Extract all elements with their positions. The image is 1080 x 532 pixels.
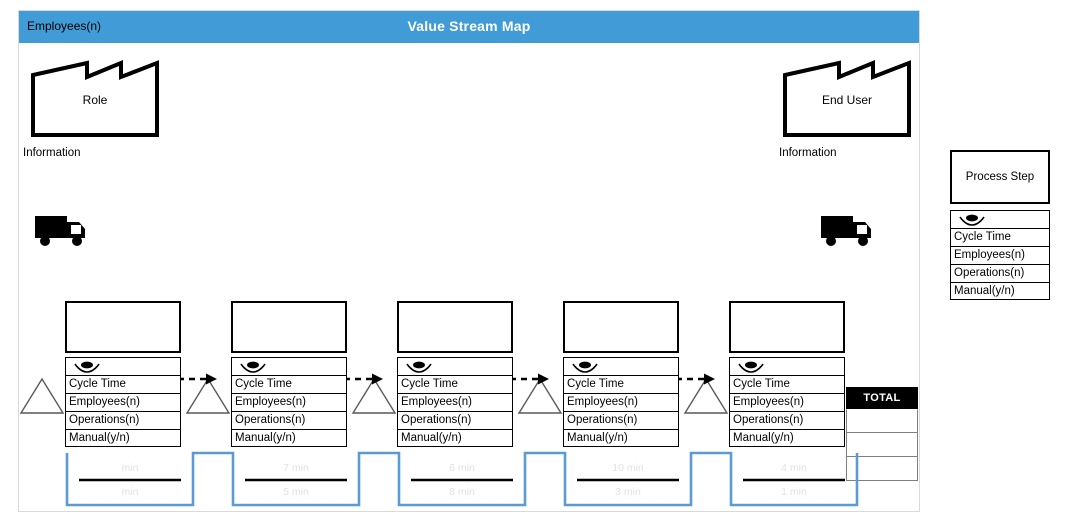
outbound-truck[interactable] bbox=[819, 210, 875, 250]
operations-row: Operations(n) bbox=[729, 411, 845, 429]
observation-row bbox=[563, 357, 679, 375]
employees-row: Employees(n) bbox=[729, 393, 845, 411]
operations-row: Operations(n) bbox=[397, 411, 513, 429]
inventory-triangle-1[interactable] bbox=[19, 376, 65, 416]
process-step-data-table: Cycle Time Employees(n) Operations(n) Ma… bbox=[65, 357, 181, 447]
operations-row: Operations(n) bbox=[65, 411, 181, 429]
flow-arrow-3 bbox=[498, 372, 550, 386]
inventory-triangle-3[interactable] bbox=[351, 376, 397, 416]
truck-icon bbox=[35, 216, 85, 246]
total-header: TOTAL bbox=[846, 387, 918, 409]
legend-employees-row: Employees(n) bbox=[950, 246, 1050, 264]
timeline-bottom-value-5: 1 min bbox=[781, 486, 807, 498]
employees-row: Employees(n) bbox=[563, 393, 679, 411]
cycle-time-row: Cycle Time bbox=[397, 375, 513, 393]
manual-row: Manual(y/n) bbox=[563, 429, 679, 447]
employees-row: Employees(n) bbox=[231, 393, 347, 411]
timeline-top-value-2: 7 min bbox=[283, 462, 309, 474]
triangle-icon bbox=[683, 377, 729, 414]
process-step-title-box[interactable] bbox=[563, 301, 679, 353]
supplier-information-label: Information bbox=[23, 147, 81, 159]
observation-row bbox=[231, 357, 347, 375]
cycle-time-row: Cycle Time bbox=[729, 375, 845, 393]
dashed-arrow-icon bbox=[333, 373, 383, 385]
triangle-icon bbox=[19, 377, 65, 414]
customer-label: End User bbox=[821, 93, 873, 107]
observation-row bbox=[729, 357, 845, 375]
eye-icon bbox=[736, 358, 766, 374]
timeline-bottom-value-2: 5 min bbox=[283, 486, 309, 498]
legend-manual-row: Manual(y/n) bbox=[950, 282, 1050, 300]
header-left-label: Employees(n) bbox=[27, 19, 102, 33]
operations-row: Operations(n) bbox=[563, 411, 679, 429]
legend-cycle-time-row: Cycle Time bbox=[950, 228, 1050, 246]
dashed-arrow-icon bbox=[167, 373, 217, 385]
process-step-title-box[interactable] bbox=[231, 301, 347, 353]
employees-row: Employees(n) bbox=[65, 393, 181, 411]
header-band: Employees(n) Value Stream Map bbox=[19, 11, 919, 43]
timeline-bottom-value-4: 3 min bbox=[615, 486, 641, 498]
triangle-icon bbox=[517, 377, 563, 414]
observation-row bbox=[65, 357, 181, 375]
timeline-top-value-1: min bbox=[121, 462, 139, 474]
vsm-canvas: Employees(n) Value Stream Map Role Infor… bbox=[18, 10, 920, 512]
supplier-factory[interactable]: Role bbox=[29, 55, 161, 139]
process-step-title-box[interactable] bbox=[65, 301, 181, 353]
dashed-arrow-icon bbox=[665, 373, 715, 385]
manual-row: Manual(y/n) bbox=[65, 429, 181, 447]
process-step-title-box[interactable] bbox=[397, 301, 513, 353]
triangle-icon bbox=[351, 377, 397, 414]
page-title: Value Stream Map bbox=[407, 18, 531, 34]
legend-data-table: Cycle Time Employees(n) Operations(n) Ma… bbox=[950, 210, 1050, 300]
legend-panel: Process Step Cycle Time Employees(n) Ope… bbox=[950, 150, 1050, 300]
process-step-data-table: Cycle Time Employees(n) Operations(n) Ma… bbox=[231, 357, 347, 447]
legend-process-step-box[interactable]: Process Step bbox=[950, 150, 1050, 204]
process-step-title-box[interactable] bbox=[729, 301, 845, 353]
inventory-triangle-4[interactable] bbox=[517, 376, 563, 416]
eye-icon bbox=[957, 211, 987, 227]
timeline-ladder: min min 7 min 5 min 6 min 8 min 10 min 3… bbox=[65, 451, 865, 513]
observation-row bbox=[397, 357, 513, 375]
timeline-top-value-5: 4 min bbox=[781, 462, 807, 474]
process-step-data-table: Cycle Time Employees(n) Operations(n) Ma… bbox=[563, 357, 679, 447]
factory-icon bbox=[31, 60, 159, 137]
process-step-data-table: Cycle Time Employees(n) Operations(n) Ma… bbox=[729, 357, 845, 447]
eye-icon bbox=[72, 358, 102, 374]
supplier-label: Role bbox=[82, 93, 108, 107]
timeline-top-value-4: 10 min bbox=[612, 462, 644, 474]
process-step-data-table: Cycle Time Employees(n) Operations(n) Ma… bbox=[397, 357, 513, 447]
inventory-triangle-5[interactable] bbox=[683, 376, 729, 416]
timeline-top-value-3: 6 min bbox=[449, 462, 475, 474]
legend-observation-row bbox=[950, 210, 1050, 228]
cycle-time-row: Cycle Time bbox=[65, 375, 181, 393]
manual-row: Manual(y/n) bbox=[729, 429, 845, 447]
operations-row: Operations(n) bbox=[231, 411, 347, 429]
flow-arrow-2 bbox=[332, 372, 384, 386]
triangle-icon bbox=[185, 377, 231, 414]
inbound-truck[interactable] bbox=[33, 210, 89, 250]
dashed-arrow-icon bbox=[499, 373, 549, 385]
flow-arrow-1 bbox=[166, 372, 218, 386]
cycle-time-row: Cycle Time bbox=[231, 375, 347, 393]
factory-icon bbox=[783, 60, 911, 137]
timeline-waveform bbox=[65, 451, 859, 507]
eye-icon bbox=[404, 358, 434, 374]
truck-icon bbox=[821, 216, 871, 246]
customer-information-label: Information bbox=[779, 147, 837, 159]
timeline-bottom-value-3: 8 min bbox=[449, 486, 475, 498]
flow-arrow-4 bbox=[664, 372, 716, 386]
legend-operations-row: Operations(n) bbox=[950, 264, 1050, 282]
inventory-triangle-2[interactable] bbox=[185, 376, 231, 416]
customer-factory[interactable]: End User bbox=[781, 55, 913, 139]
manual-row: Manual(y/n) bbox=[231, 429, 347, 447]
timeline-bottom-value-1: min bbox=[121, 486, 139, 498]
eye-icon bbox=[570, 358, 600, 374]
employees-row: Employees(n) bbox=[397, 393, 513, 411]
eye-icon bbox=[238, 358, 268, 374]
manual-row: Manual(y/n) bbox=[397, 429, 513, 447]
total-row[interactable] bbox=[846, 409, 918, 433]
cycle-time-row: Cycle Time bbox=[563, 375, 679, 393]
